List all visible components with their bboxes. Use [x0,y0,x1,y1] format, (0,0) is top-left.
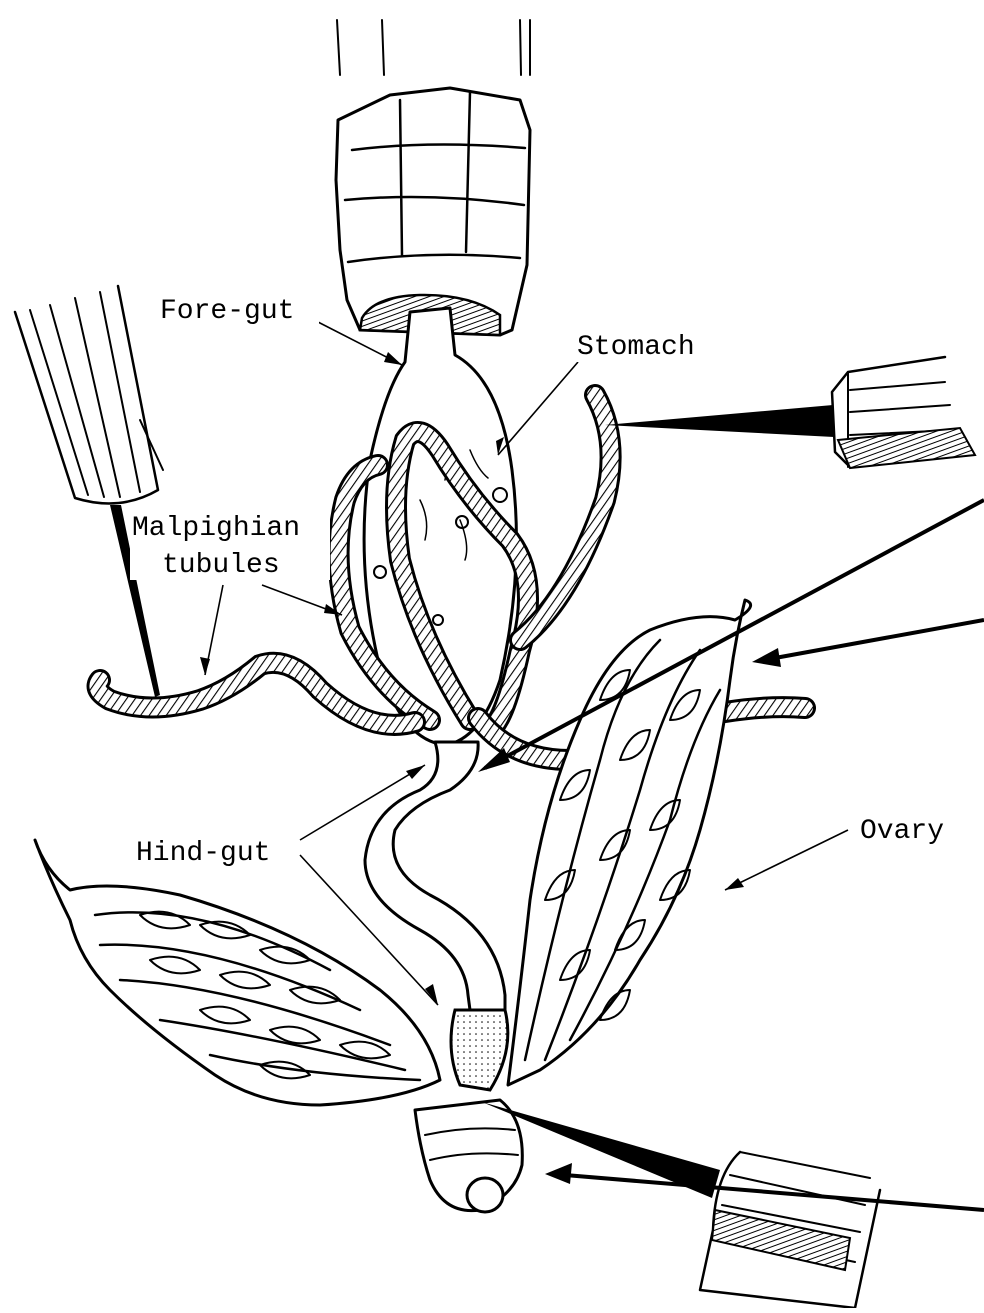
label-hind-gut: Hind-gut [136,838,270,869]
bold-arrow-ovary-tip [775,620,984,658]
needle-upper-right [605,357,975,468]
terminal-segment [415,1100,522,1212]
right-ovary [508,600,751,1085]
label-tubules: tubules [162,550,280,581]
label-malpighian: Malpighian [132,513,300,544]
body-segment [336,20,530,335]
needle-lower-right [482,1102,880,1308]
label-ovary: Ovary [860,816,944,847]
label-stomach: Stomach [577,332,695,363]
label-fore-gut: Fore-gut [160,296,294,327]
needle-upper-left [15,286,163,697]
